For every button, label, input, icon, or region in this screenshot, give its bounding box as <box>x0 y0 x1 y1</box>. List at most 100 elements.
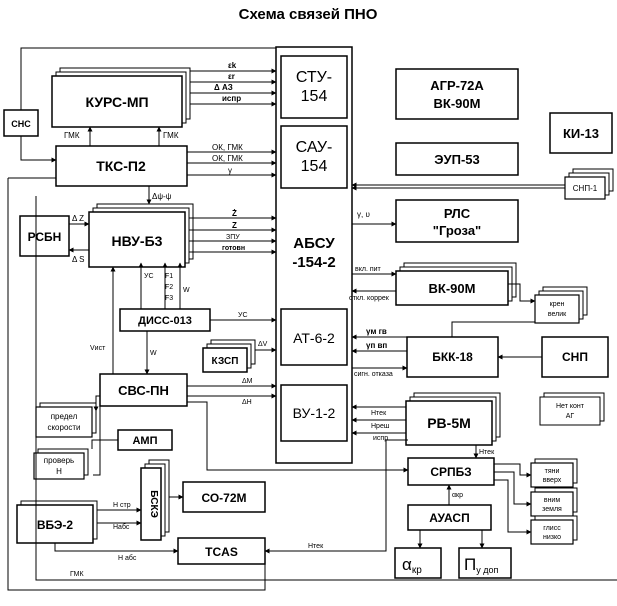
sns-label: СНС <box>11 119 31 129</box>
so-72m-block <box>182 481 266 513</box>
svs-pn-label: СВС-ПН <box>118 383 169 398</box>
rls-groza-label-1: РЛС <box>444 206 471 221</box>
sig-sign-otkaza: сигн. отказа <box>354 371 393 378</box>
sig-a-kr: αкр <box>452 492 463 499</box>
sig-eps-r: εr <box>228 72 235 81</box>
sig-h-abs-2: Н абс <box>118 554 137 562</box>
rls-groza-block <box>395 199 519 243</box>
rv-5m-block <box>405 400 493 446</box>
sig-vkl-pit: вкл. пит <box>355 266 382 273</box>
sig-zpu: ЗПУ <box>226 234 240 241</box>
sig-h-tek-2: Нтек <box>479 449 495 456</box>
sig-gmk-3: ГМК <box>70 571 84 578</box>
sig-w-1: W <box>183 287 190 294</box>
ki-13-block <box>549 112 613 154</box>
vnim-label-2: земля <box>542 506 562 513</box>
connection-lines <box>7 47 617 591</box>
sig-gamma-mgv: γм гв <box>366 327 387 336</box>
vbe-2-label: ВБЭ-2 <box>37 518 74 532</box>
sig-eps-k: εk <box>228 61 237 70</box>
sig-v-ist: Vист <box>90 345 106 352</box>
proverh-block <box>33 452 85 480</box>
netkont-label-1: Нет конт <box>556 403 585 410</box>
sig-otkl-korrek: откл. коррек <box>349 295 390 302</box>
sig-gamma-1: γ <box>228 166 232 175</box>
predel-label-1: предел <box>51 412 78 421</box>
sig-h-str: Н стр <box>113 502 131 509</box>
agr-72a-label-1: АГР-72А <box>430 78 484 93</box>
bkk-18-label: БКК-18 <box>432 350 473 364</box>
sig-gmk-2: ГМК <box>163 131 179 140</box>
tcas-label: TCAS <box>205 545 238 559</box>
at-6-2-label: АТ-6-2 <box>293 330 335 346</box>
absu-154-2-label-2: -154-2 <box>292 254 335 271</box>
sig-z: Z <box>232 221 237 230</box>
snp-1-label: СНП-1 <box>573 184 598 193</box>
tyani-label-1: тяни <box>545 468 560 475</box>
sig-dh: ΔH <box>242 399 252 406</box>
nvu-b3-block <box>88 211 186 268</box>
alpha-kr-main: α <box>402 555 412 574</box>
sig-ds: Δ S <box>72 255 84 264</box>
sig-h-resh: Нреш <box>371 423 390 430</box>
so-72m-label: СО-72М <box>201 491 246 505</box>
sig-gmk-1: ГМК <box>64 131 80 140</box>
p-dop-block <box>458 547 512 579</box>
diss-013-label: ДИСС-013 <box>138 315 192 327</box>
stu-154-block <box>280 55 348 119</box>
rsbn-block <box>19 215 70 257</box>
sig-f2: F2 <box>165 284 173 291</box>
sig-ispr-kurs: испр <box>222 94 241 103</box>
sig-h-tek-3: Нтек <box>308 543 324 550</box>
rls-groza-label-2: "Гроза" <box>433 223 481 238</box>
amp-label: АМП <box>132 435 157 447</box>
vk-90m-block <box>395 270 509 306</box>
sig-gotov: готовн <box>222 245 245 252</box>
eup-53-block <box>395 142 519 176</box>
kurs-mp-label: КУРС-МП <box>85 94 148 110</box>
sig-dz: Δ Z <box>72 214 84 223</box>
vu-1-2-label: ВУ-1-2 <box>293 405 336 421</box>
sig-f3: F3 <box>165 295 173 302</box>
svs-pn-block <box>99 373 188 407</box>
tks-p2-label: ТКС-П2 <box>96 158 146 174</box>
sig-w-2: W <box>150 350 157 357</box>
sig-gamma-theta: γ, υ <box>357 210 370 219</box>
rv-5m-label: РВ-5М <box>427 415 471 431</box>
predel-label-2: скорости <box>47 423 80 432</box>
sig-dm: ΔM <box>242 378 253 385</box>
gliss-block <box>530 519 574 545</box>
kzsp-label: КЗСП <box>212 356 239 367</box>
sig-delta-az: Δ АЗ <box>214 83 233 92</box>
agr-72a-label-2: ВК-90М <box>434 96 481 111</box>
bsk-label: БСКЭ <box>148 490 159 518</box>
stu-154-label-2: 154 <box>301 88 328 105</box>
diagram-title: Схема связей ПНО <box>239 6 378 23</box>
vk-90m-label: ВК-90М <box>429 281 476 296</box>
auasp-label: АУАСП <box>429 511 469 525</box>
alpha-kr-label: αкр <box>402 555 422 576</box>
proverh-label-1: проверь <box>44 456 74 465</box>
srpbz-label: СРПБЗ <box>430 465 471 479</box>
sig-ok-gmk-1: ОК, ГМК <box>212 143 243 152</box>
bsk-block <box>140 467 162 541</box>
vbe-2-block <box>16 504 94 544</box>
bkk-18-block <box>406 336 499 378</box>
tks-p2-block <box>55 145 188 187</box>
sig-us-1: УС <box>144 273 154 280</box>
kurs-mp-block <box>51 75 183 128</box>
kzsp-block <box>202 347 248 373</box>
kren-block <box>534 294 580 324</box>
predel-block <box>35 406 93 438</box>
sig-us-2: УС <box>238 312 248 319</box>
sau-154-label-1: САУ- <box>296 139 333 156</box>
p-dop-label: Пу доп <box>464 555 498 575</box>
p-dop-main: П <box>464 555 476 574</box>
sig-h-abs-1: Набс <box>113 523 130 531</box>
eup-53-label: ЭУП-53 <box>434 152 479 167</box>
snp-block <box>541 336 609 378</box>
proverh-label-2: Н <box>56 467 62 476</box>
gliss-label-2: низко <box>543 534 561 541</box>
sig-f1: F1 <box>165 273 173 280</box>
ki-13-label: КИ-13 <box>563 126 599 141</box>
